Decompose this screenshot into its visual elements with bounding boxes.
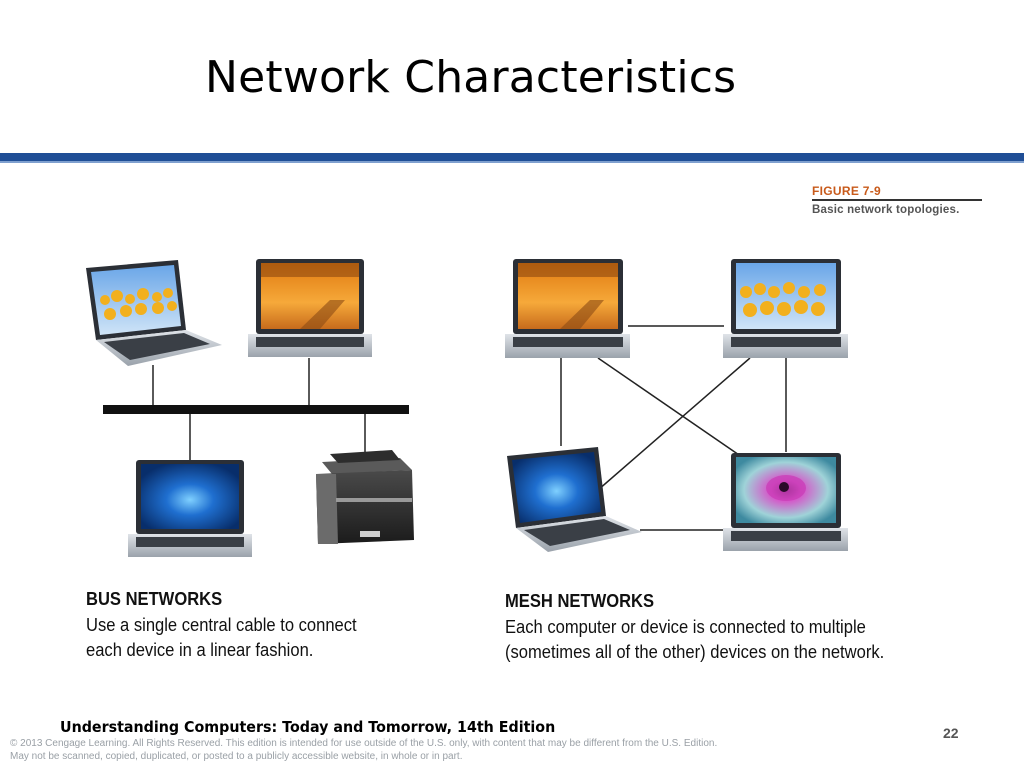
mesh-link: [597, 357, 759, 469]
bus-backbone-cable: [103, 405, 409, 414]
copyright-line: May not be scanned, copied, duplicated, …: [10, 751, 463, 762]
laptop-icon: [507, 447, 642, 552]
laptop-icon: [723, 453, 848, 551]
mesh-link: [597, 357, 751, 491]
slide-title: Network Characteristics: [205, 52, 737, 103]
mesh-description-line: (sometimes all of the other) devices on …: [505, 642, 885, 662]
title-divider-accent: [0, 161, 1024, 163]
laptop-icon: [248, 259, 372, 357]
mesh-description-line: Each computer or device is connected to …: [505, 617, 866, 637]
printer-icon: [316, 450, 414, 544]
copyright-notice: © 2013 Cengage Learning. All Rights Rese…: [10, 737, 717, 763]
mesh-networks-description: Each computer or device is connected to …: [505, 615, 884, 665]
mesh-networks-heading: MESH NETWORKS: [505, 591, 655, 611]
bus-networks-description: Use a single central cable to connect ea…: [86, 613, 357, 663]
bus-description-line: Use a single central cable to connect: [86, 615, 357, 635]
mesh-network: [505, 259, 848, 552]
laptop-icon: [86, 260, 222, 366]
laptop-icon: [505, 259, 630, 358]
figure-caption: Basic network topologies.: [812, 204, 960, 216]
bus-network: [86, 259, 414, 557]
laptop-icon: [128, 460, 252, 557]
bus-networks-heading: BUS NETWORKS: [86, 589, 223, 609]
title-divider: [0, 153, 1024, 161]
laptop-icon: [723, 259, 848, 358]
copyright-line: © 2013 Cengage Learning. All Rights Rese…: [10, 738, 718, 749]
figure-rule: [812, 199, 982, 201]
page-number: 22: [943, 725, 959, 741]
figure-label: FIGURE 7-9: [812, 184, 882, 198]
bus-description-line: each device in a linear fashion.: [86, 640, 314, 660]
footer-book-title: Understanding Computers: Today and Tomor…: [60, 718, 556, 736]
